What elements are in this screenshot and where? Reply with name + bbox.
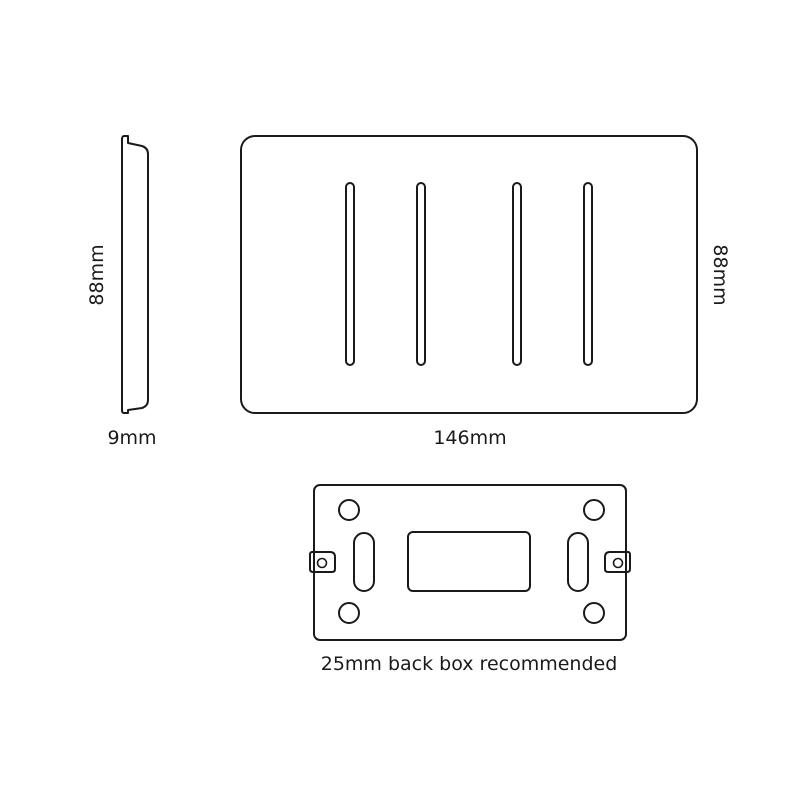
front-height-label: 88mm: [709, 244, 731, 305]
slot-3: [512, 182, 522, 366]
front-width-label: 146mm: [433, 427, 506, 449]
front-plate-view: [240, 135, 698, 414]
back-box-view: [309, 484, 631, 641]
back-box-outline: [313, 484, 627, 641]
center-cutout: [407, 531, 531, 592]
side-height-label: 88mm: [86, 244, 108, 305]
slot-2: [416, 182, 426, 366]
lug-left: [309, 551, 336, 573]
side-profile-outline: [121, 135, 149, 414]
slot-hole-left: [353, 532, 375, 592]
slot-4: [583, 182, 593, 366]
back-box-note: 25mm back box recommended: [321, 653, 618, 675]
side-profile-view: [121, 135, 149, 414]
slot-hole-right: [567, 532, 589, 592]
lug-left-hole: [316, 557, 328, 569]
slot-1: [345, 182, 355, 366]
lug-right-hole: [612, 557, 624, 569]
screw-hole-bottom-right: [583, 602, 605, 624]
screw-hole-top-right: [583, 499, 605, 521]
screw-hole-bottom-left: [338, 602, 360, 624]
screw-hole-top-left: [338, 499, 360, 521]
lug-right: [604, 551, 631, 573]
front-plate-outline: [240, 135, 698, 414]
side-depth-label: 9mm: [107, 427, 156, 449]
